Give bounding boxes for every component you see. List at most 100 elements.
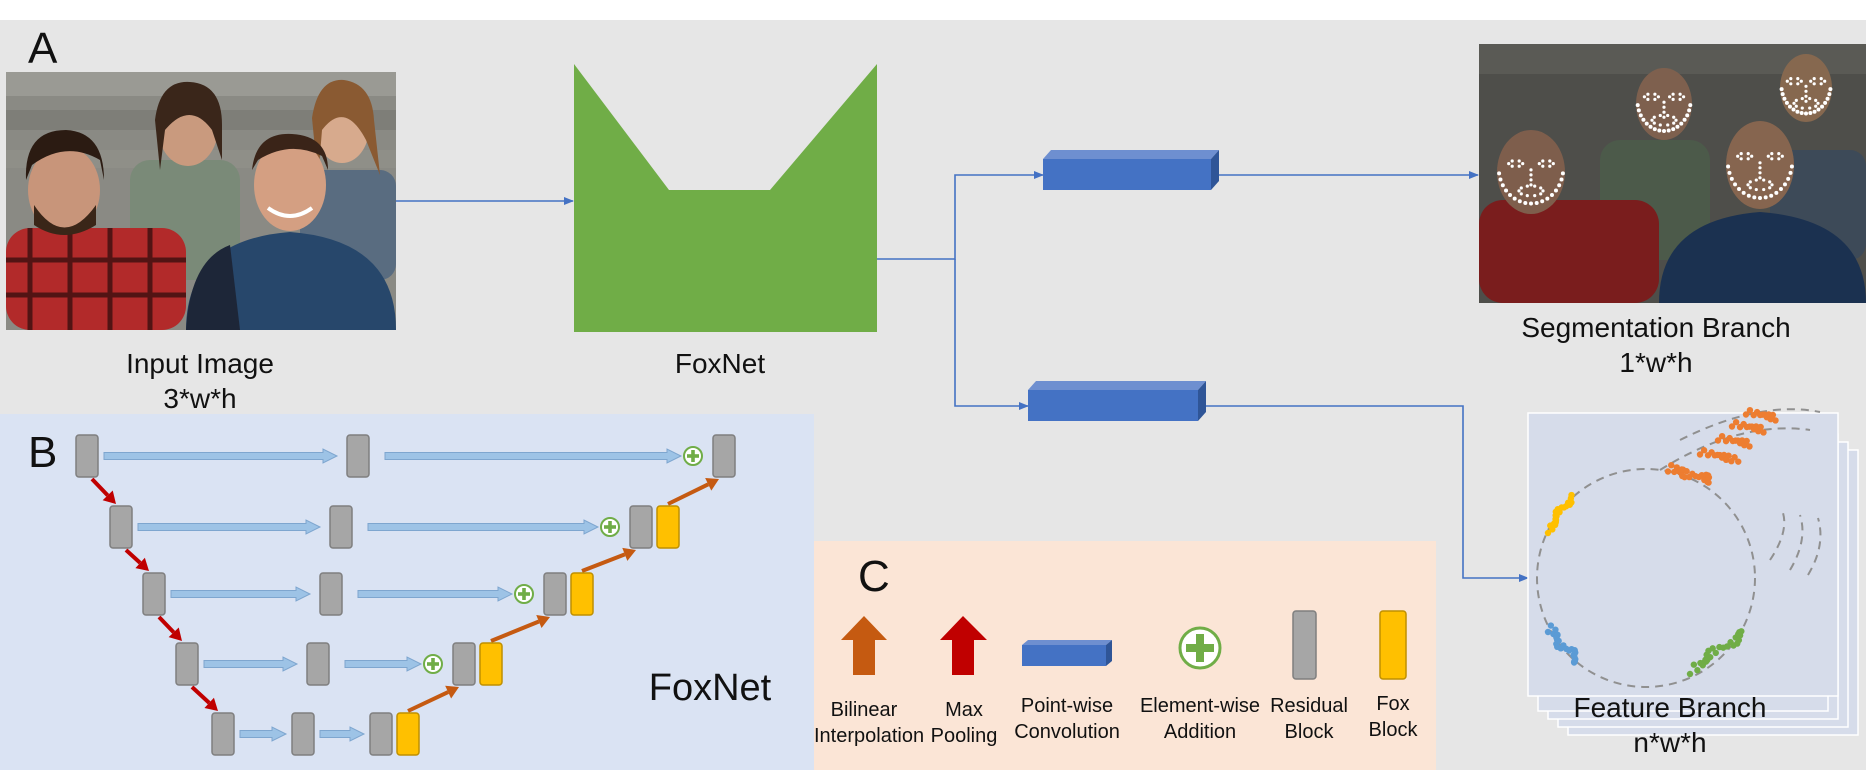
legend-bilinear-line1: Bilinear — [830, 699, 898, 721]
skip-arrow — [344, 656, 423, 672]
bilinear-upsample-arrow-head — [536, 615, 550, 629]
embedding-point — [1547, 622, 1555, 629]
landmark-point — [1523, 200, 1528, 205]
bilinear-upsample-arrow — [667, 482, 710, 506]
embedding-point — [1732, 418, 1740, 426]
landmark-point — [1662, 110, 1666, 114]
landmark-point — [1658, 113, 1662, 118]
landmark-point — [1758, 176, 1762, 180]
embedding-point — [1544, 628, 1552, 636]
facial-landmark-points — [1497, 77, 1833, 206]
legend-pointwise-line1: Point-wise — [1020, 695, 1114, 717]
embedding-point — [1705, 479, 1712, 486]
landmark-point — [1782, 96, 1787, 101]
landmark-point — [1804, 84, 1808, 88]
landmark-point — [1762, 178, 1766, 182]
landmark-point — [1646, 97, 1650, 101]
embedding-point — [1690, 661, 1698, 668]
legend-pointwise-icon — [1022, 640, 1112, 666]
landmark-point — [1517, 159, 1521, 163]
landmark-point — [1519, 186, 1523, 190]
landmark-point — [1653, 97, 1657, 101]
max-pool-arrow-head — [204, 697, 218, 711]
bilinear-upsampling-arrows — [407, 477, 719, 713]
embedding-point — [1760, 429, 1767, 436]
landmark-point — [1529, 178, 1533, 182]
embedding-point — [1555, 637, 1562, 645]
bilinear-upsample-arrow-head — [705, 477, 719, 491]
landmark-point — [1641, 117, 1646, 122]
embedding-point — [1571, 653, 1578, 660]
residual-block — [369, 712, 393, 756]
legend-bilinear-icon — [841, 616, 887, 675]
landmark-point — [1750, 154, 1754, 158]
landmark-point — [1779, 87, 1784, 92]
landmark-point — [1768, 186, 1772, 190]
residual-block — [211, 712, 235, 756]
legend-addition-line2: Addition — [1163, 721, 1237, 743]
landmark-point — [1497, 171, 1502, 176]
landmark-point — [1504, 188, 1509, 193]
landmark-point — [1800, 96, 1804, 101]
embedding-point — [1707, 653, 1714, 661]
skip-arrow — [239, 726, 288, 742]
landmark-point — [1812, 82, 1816, 86]
landmark-point — [1789, 164, 1794, 169]
max-pool-arrow-head — [102, 490, 116, 504]
input-image-title: Input Image — [126, 348, 274, 379]
landmark-point — [1672, 121, 1676, 125]
landmark-point — [1816, 107, 1821, 112]
max-pool-arrow-head — [135, 557, 149, 571]
bilinear-upsample-arrow — [490, 619, 540, 643]
landmark-point — [1748, 180, 1752, 184]
embedding-point — [1571, 658, 1578, 665]
residual-block — [712, 434, 736, 478]
landmark-point — [1540, 199, 1545, 204]
panel-b-foxnet-label: FoxNet — [648, 667, 772, 709]
landmark-point — [1827, 92, 1832, 97]
landmark-point — [1746, 193, 1751, 198]
foxnet-shape — [574, 64, 877, 332]
landmark-point — [1662, 100, 1666, 104]
segmentation-branch-dims: 1*w*h — [1619, 347, 1693, 378]
panel-a-letter: A — [28, 24, 58, 73]
landmark-point — [1533, 184, 1537, 188]
landmark-point — [1521, 162, 1525, 166]
landmark-point — [1537, 162, 1541, 166]
embedding-point — [1742, 411, 1750, 418]
addition-plus-horizontal — [427, 662, 439, 666]
embedding-point — [1696, 451, 1704, 458]
landmark-point — [1762, 187, 1766, 192]
residual-block — [629, 505, 653, 549]
landmark-point — [1507, 162, 1511, 166]
landmark-point — [1662, 115, 1666, 119]
addition-plus-horizontal — [604, 525, 616, 529]
landmark-point — [1763, 195, 1768, 200]
embedding-point — [1700, 447, 1708, 454]
landmark-point — [1657, 128, 1662, 133]
embedding-point — [1544, 529, 1552, 537]
residual-block — [291, 712, 315, 756]
landmark-point — [1726, 164, 1731, 169]
landmark-point — [1560, 171, 1565, 176]
landmark-point — [1682, 95, 1686, 99]
landmark-point — [1671, 127, 1676, 132]
landmark-point — [1656, 95, 1660, 99]
landmark-point — [1642, 95, 1646, 99]
landmark-point — [1646, 92, 1650, 96]
landmark-point — [1787, 104, 1792, 109]
residual-block — [75, 434, 99, 478]
landmark-point — [1548, 159, 1552, 163]
landmark-point — [1784, 100, 1789, 105]
landmark-point — [1545, 196, 1550, 201]
legend-residual-line2: Block — [1284, 721, 1334, 743]
landmark-point — [1812, 109, 1817, 114]
landmark-point — [1549, 192, 1554, 197]
landmark-point — [1519, 192, 1523, 196]
landmark-point — [1635, 103, 1640, 108]
landmark-point — [1539, 186, 1543, 190]
embedding-clusters — [1544, 406, 1779, 678]
legend-fox-line2: Block — [1368, 719, 1418, 741]
embedding-point — [1735, 458, 1742, 465]
